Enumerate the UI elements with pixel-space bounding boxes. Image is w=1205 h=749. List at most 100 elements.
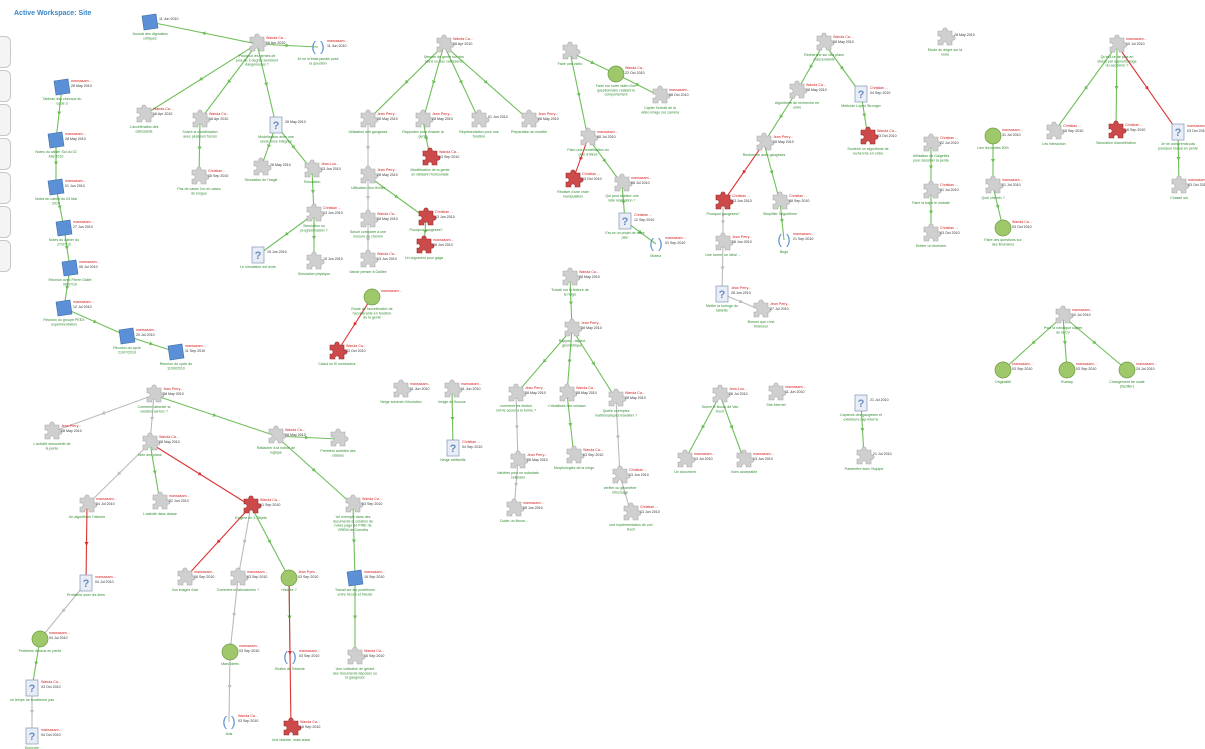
map-node[interactable]: mansasam...03 Oct 2010Chassé soi [1170,175,1205,200]
map-node[interactable]: Faire une vidéo [558,41,583,66]
side-tab[interactable] [0,138,11,170]
side-tab[interactable] [0,206,11,238]
side-tab[interactable] [0,172,11,204]
side-tab[interactable] [0,104,11,136]
